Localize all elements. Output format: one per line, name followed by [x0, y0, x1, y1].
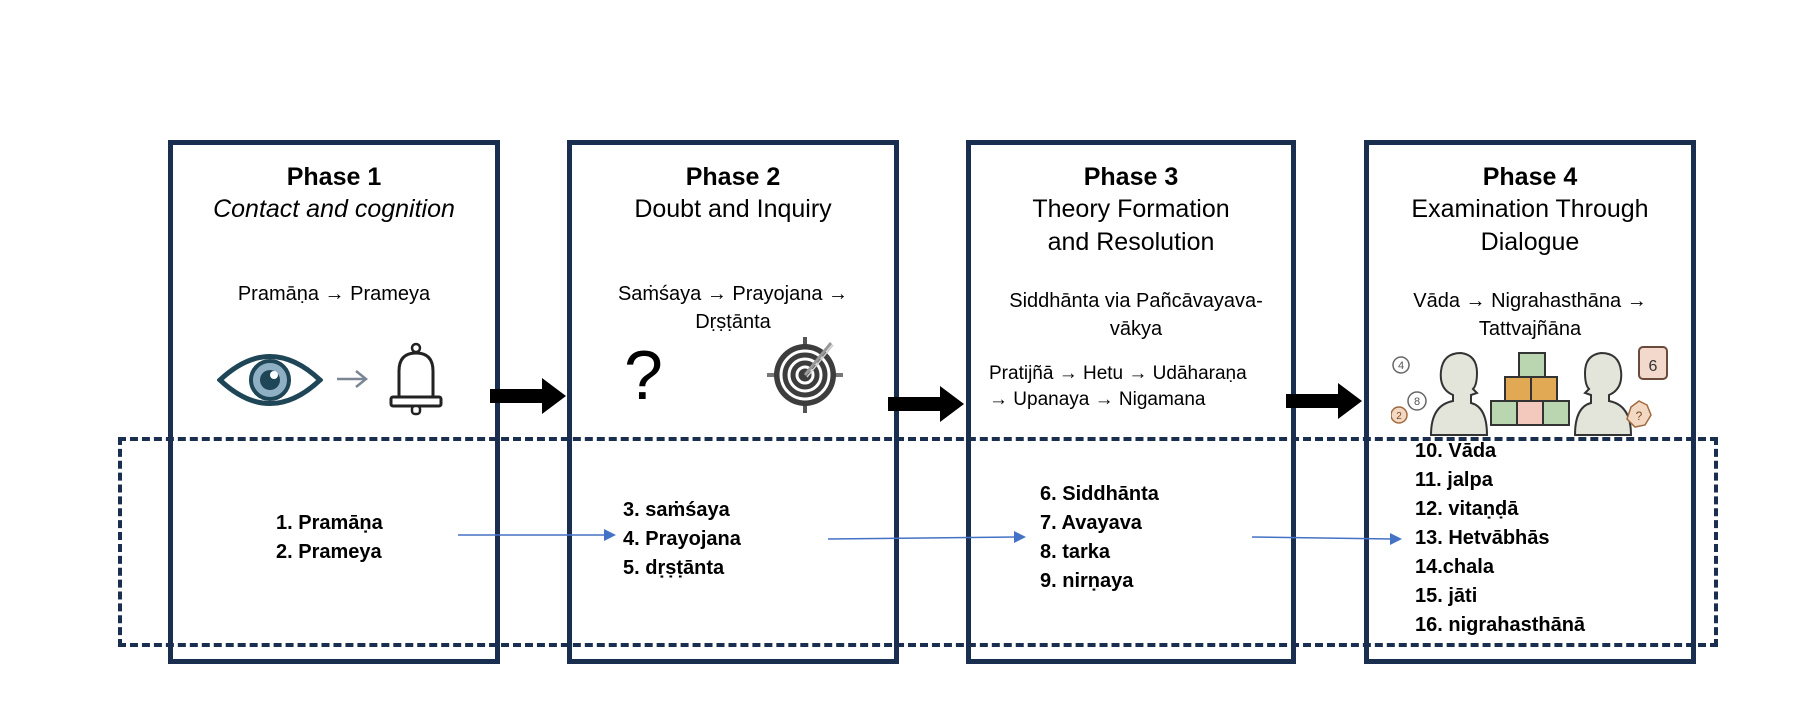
phase-1-subtitle: Contact and cognition: [213, 195, 455, 223]
phase-1-terms: 1. Pramāṇa 2. Prameya: [276, 509, 383, 567]
term-item: 1. Pramāṇa: [276, 512, 383, 534]
phase-1-to-2-arrow: [490, 378, 566, 414]
phase-1-box: Phase 1 Contact and cognition Pramāṇa → …: [168, 140, 500, 664]
phase-4-subtitle-line1: Examination Through: [1411, 195, 1649, 223]
term-item: 15. jāti: [1415, 585, 1478, 607]
phase-3-box: Phase 3 Theory Formation and Resolution …: [966, 140, 1296, 664]
phase-4-sequence-line2: Tattvajñāna: [1478, 318, 1582, 340]
term-item: 7. Avayava: [1040, 512, 1142, 534]
phase-4-sequence-line1: Vāda → Nigrahasthāna →: [1413, 290, 1647, 312]
terms-2-to-3-arrow: [828, 531, 1026, 543]
phase-4-box: Phase 4 Examination Through Dialogue Vād…: [1364, 140, 1696, 664]
term-item: 2. Prameya: [276, 541, 382, 563]
bell-icon: [389, 342, 443, 416]
term-item: 12. vitaṇḍā: [1415, 498, 1519, 520]
term-item: 10. Vāda: [1415, 440, 1497, 462]
terms-3-to-4-arrow: [1252, 533, 1402, 545]
phase-3-title: Phase 3: [1083, 163, 1179, 191]
bubble-label: 4: [1398, 360, 1404, 372]
phase-2-terms: 3. saṁśaya 4. Prayojana 5. dṛṣṭānta: [623, 496, 741, 583]
phase-3-to-4-arrow: [1286, 383, 1362, 419]
terms-dashed-frame: [118, 437, 1718, 647]
phase-3-sequence-line1: Siddhānta via Pañcāvayava-: [1009, 290, 1263, 312]
phase-3-sequence-line2: vākya: [1109, 318, 1163, 340]
question-mark-icon: ?: [624, 336, 663, 414]
phase-3-terms: 6. Siddhānta 7. Avayava 8. tarka 9. nirṇ…: [1040, 480, 1159, 596]
phase-4-title: Phase 4: [1482, 163, 1578, 191]
phase-2-box: Phase 2 Doubt and Inquiry Saṁśaya → Pray…: [567, 140, 899, 664]
term-item: 16. nigrahasthānā: [1415, 614, 1586, 636]
phase-1-title: Phase 1: [286, 163, 382, 191]
eye-icon: [217, 354, 323, 406]
term-item: 6. Siddhānta: [1040, 483, 1159, 505]
dialogue-illustration-icon: 4 8 2 6 ?: [1391, 346, 1668, 436]
target-icon: [767, 337, 843, 413]
term-item: 14.chala: [1415, 556, 1494, 578]
term-item: 3. saṁśaya: [623, 499, 730, 521]
phase-2-title: Phase 2: [685, 163, 781, 191]
phase-1-sequence: Pramāṇa → Prameya: [237, 283, 431, 305]
phase-3-subtitle-line1: Theory Formation: [1032, 195, 1230, 223]
terms-1-to-2-arrow: [458, 529, 616, 541]
arrow-right-icon: [337, 370, 369, 388]
phase-4-subtitle-line2: Dialogue: [1480, 228, 1580, 256]
bubble-label: ?: [1636, 409, 1643, 423]
term-item: 11. jalpa: [1415, 469, 1493, 491]
term-item: 4. Prayojana: [623, 528, 741, 550]
term-item: 5. dṛṣṭānta: [623, 557, 725, 579]
term-item: 8. tarka: [1040, 541, 1111, 563]
phase-2-sequence-line2: Dṛṣṭānta: [695, 311, 771, 333]
term-item: 9. nirṇaya: [1040, 570, 1134, 592]
phase-2-sequence-line1: Saṁśaya → Prayojana →: [617, 283, 849, 305]
phase-3-syllogism-line1: Pratijñā → Hetu → Udāharaṇa: [989, 363, 1247, 384]
phase-3-syllogism-line2: → Upanaya → Nigamana: [989, 389, 1206, 410]
bubble-label: 8: [1414, 396, 1420, 408]
bubble-label: 2: [1396, 411, 1402, 422]
bubble-label: 6: [1649, 358, 1658, 375]
phase-2-to-3-arrow: [888, 386, 964, 422]
term-item: 13. Hetvābhās: [1415, 527, 1550, 549]
phase-3-subtitle-line2: and Resolution: [1047, 228, 1215, 256]
phase-4-terms: 10. Vāda 11. jalpa 12. vitaṇḍā 13. Hetvā…: [1415, 437, 1585, 640]
phase-2-subtitle: Doubt and Inquiry: [634, 195, 832, 223]
